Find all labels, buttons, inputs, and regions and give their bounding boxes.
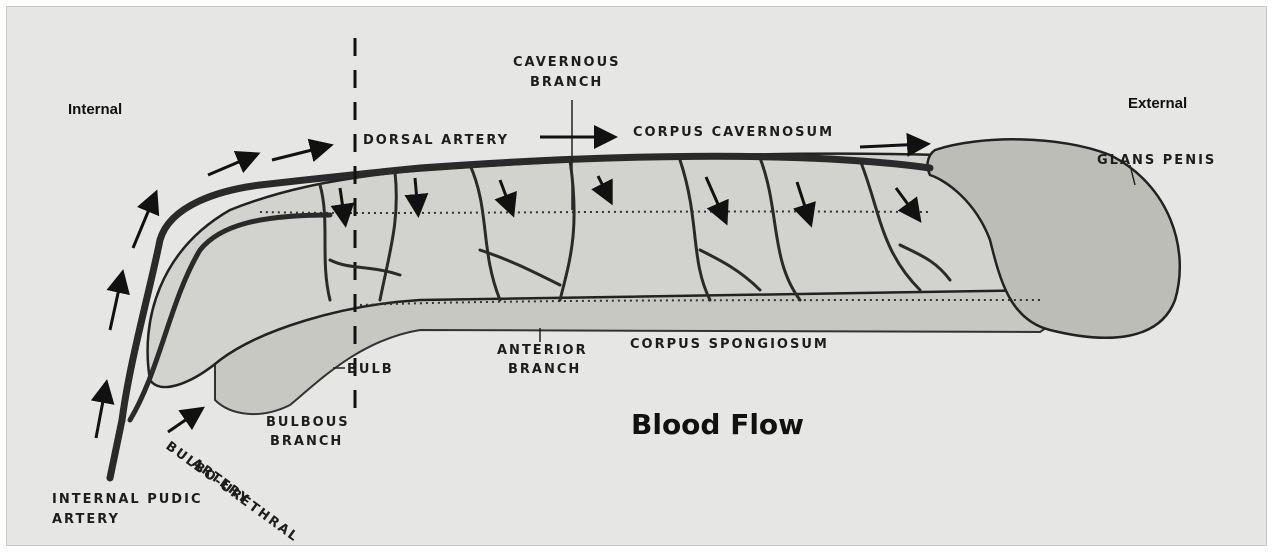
anterior-branch-label-1: ANTERIOR xyxy=(497,342,588,359)
bulbous-branch-label-1: BULBOUS xyxy=(266,414,350,431)
flow-arrow xyxy=(110,275,122,330)
internal-pudic-artery-label-2: ARTERY xyxy=(52,511,120,528)
cavernous-branch-label-1: CAVERNOUS xyxy=(513,54,621,71)
corpus-spongiosum-label: CORPUS SPONGIOSUM xyxy=(630,336,829,353)
flow-arrow xyxy=(96,385,106,438)
corpus-cavernosum-label: CORPUS CAVERNOSUM xyxy=(633,124,834,141)
bulb-label: BULB xyxy=(347,361,394,378)
dorsal-artery-label: DORSAL ARTERY xyxy=(363,132,509,149)
external-label: External xyxy=(1128,95,1187,112)
anterior-branch-label-2: BRANCH xyxy=(508,361,581,378)
internal-label: Internal xyxy=(68,101,122,118)
flow-arrow xyxy=(860,144,925,147)
internal-pudic-artery-label-1: INTERNAL PUDIC xyxy=(52,491,202,508)
flow-arrow xyxy=(272,146,328,160)
flow-arrow xyxy=(208,155,255,175)
cavernous-branch-label-2: BRANCH xyxy=(530,74,603,91)
flow-arrow xyxy=(133,195,155,248)
glans-penis-label: GLANS PENIS xyxy=(1097,152,1216,169)
flow-arrow xyxy=(168,410,200,432)
bulbous-branch-label-2: BRANCH xyxy=(270,433,343,450)
blood-flow-title: Blood Flow xyxy=(631,408,804,441)
